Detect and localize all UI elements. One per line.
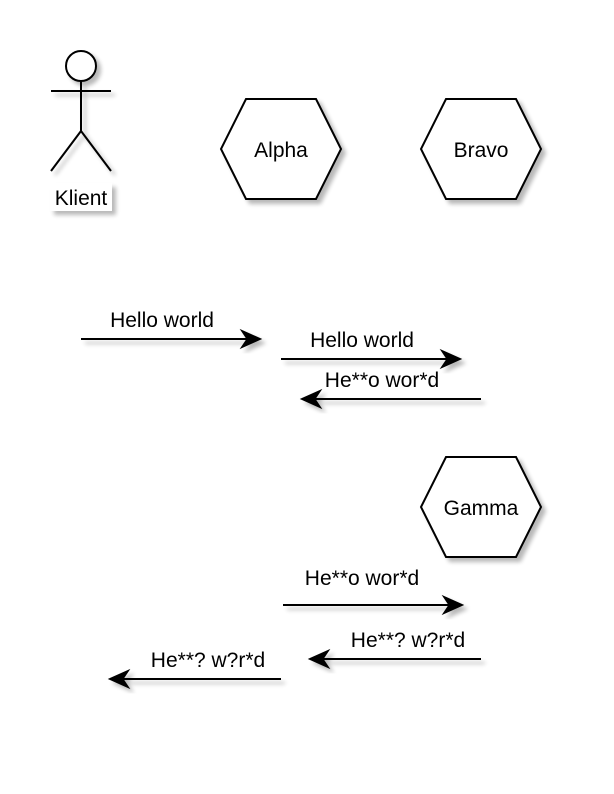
- alpha-label: Alpha: [254, 139, 308, 162]
- message-arrow-5: [307, 648, 481, 670]
- klient-label: Klient: [55, 187, 108, 210]
- message-label-2: Hello world: [310, 329, 414, 352]
- message-arrow-6: [107, 668, 281, 690]
- message-arrow-4: [283, 594, 465, 616]
- gamma-label: Gamma: [444, 497, 519, 520]
- message-arrow-2: [281, 348, 463, 370]
- message-arrow-1: [81, 328, 263, 350]
- klient-actor: [50, 50, 112, 172]
- klient-label-bg: [50, 183, 112, 211]
- bravo-label: Bravo: [454, 139, 509, 162]
- actor-leg-right: [80, 130, 112, 172]
- message-label-5: He**? w?r*d: [351, 629, 465, 652]
- actor-leg-left: [50, 130, 82, 172]
- actor-head: [65, 50, 97, 82]
- alpha-hexagon: [219, 98, 343, 200]
- message-arrow-3: [299, 388, 481, 410]
- message-label-6: He**? w?r*d: [151, 649, 265, 672]
- message-label-3: He**o wor*d: [325, 369, 439, 392]
- bravo-hexagon: [419, 98, 543, 200]
- message-label-4: He**o wor*d: [305, 567, 419, 590]
- gamma-hexagon: [419, 456, 543, 558]
- message-label-1: Hello world: [110, 309, 214, 332]
